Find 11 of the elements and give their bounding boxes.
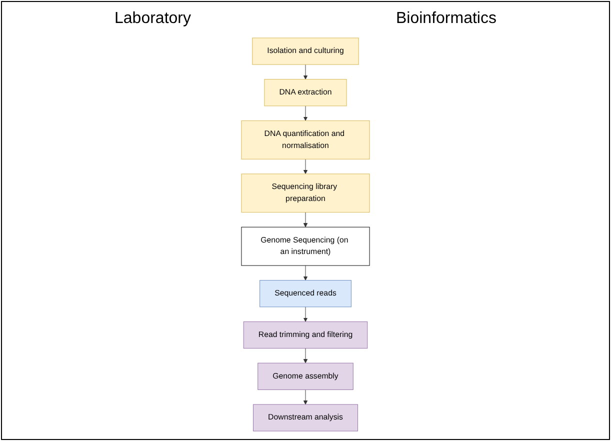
node-box bbox=[243, 321, 368, 349]
node-box bbox=[260, 280, 352, 308]
section-heading: Bioinformatics bbox=[396, 10, 496, 28]
section-heading: Laboratory bbox=[114, 10, 191, 28]
node-box bbox=[241, 226, 370, 266]
node-box bbox=[241, 174, 370, 213]
node-box bbox=[241, 120, 370, 160]
node-box bbox=[258, 362, 354, 390]
node-box bbox=[252, 38, 359, 65]
node-box bbox=[253, 404, 358, 432]
node-box bbox=[264, 79, 347, 106]
